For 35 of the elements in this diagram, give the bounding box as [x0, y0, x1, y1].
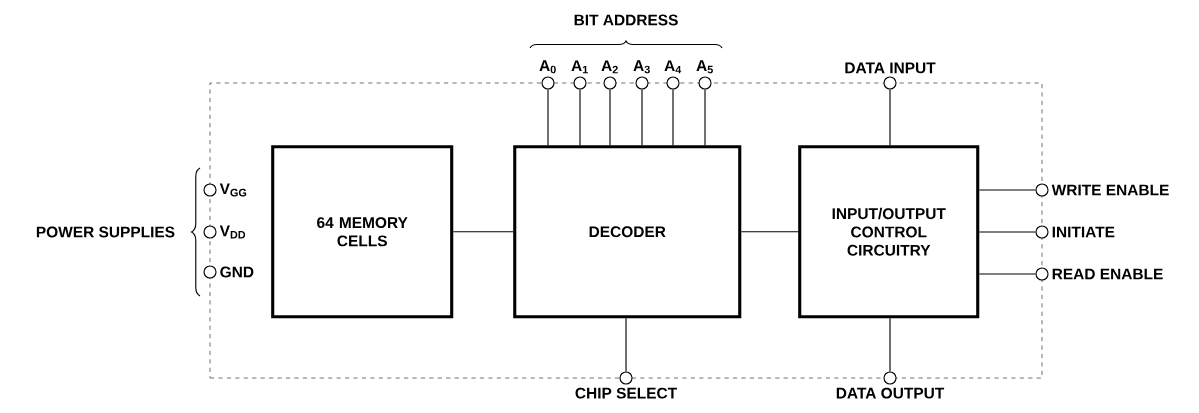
pin-label: V$_{GG}$: [219, 183, 247, 197]
chip-outline: [209, 82, 1043, 379]
wire: [547, 89, 549, 146]
group-label: BIT ADDRESS: [574, 14, 678, 26]
pin-label: V$_{DD}$: [219, 225, 246, 239]
pin-label: A$_{5}$: [696, 60, 713, 74]
wire: [579, 89, 581, 146]
wire: [978, 273, 1036, 275]
block-box: 64 MEMORY CELLS: [271, 145, 454, 319]
wire: [609, 89, 611, 146]
wire: [978, 231, 1036, 233]
pin-label: A$_{1}$: [571, 60, 588, 74]
wire: [978, 189, 1036, 191]
pin-label: DATA OUTPUT: [836, 387, 945, 399]
wire: [704, 89, 706, 146]
block-box: DECODER: [513, 145, 742, 319]
wire: [889, 317, 891, 372]
pin-label: GND: [220, 266, 254, 278]
pin-label: A$_{0}$: [539, 60, 556, 74]
wire: [641, 89, 643, 146]
pin-label: INITIATE: [1052, 226, 1115, 238]
pin-label: A$_{4}$: [664, 60, 682, 74]
pin-label: CHIP SELECT: [575, 387, 677, 399]
pin-label: A$_{3}$: [633, 60, 650, 74]
pin-label: WRITE ENABLE: [1051, 184, 1169, 196]
pin-label: READ ENABLE: [1052, 268, 1163, 280]
wire: [889, 89, 891, 146]
pin-label: A$_{2}$: [601, 60, 618, 74]
wire: [740, 231, 799, 233]
wire: [625, 317, 627, 372]
wire: [672, 89, 674, 146]
group-label: POWER SUPPLIES: [36, 226, 175, 238]
wire: [452, 231, 514, 233]
block-box: INPUT/OUTPUT CONTROL CIRCUITRY: [798, 145, 980, 319]
pin-label: DATA INPUT: [845, 62, 936, 74]
